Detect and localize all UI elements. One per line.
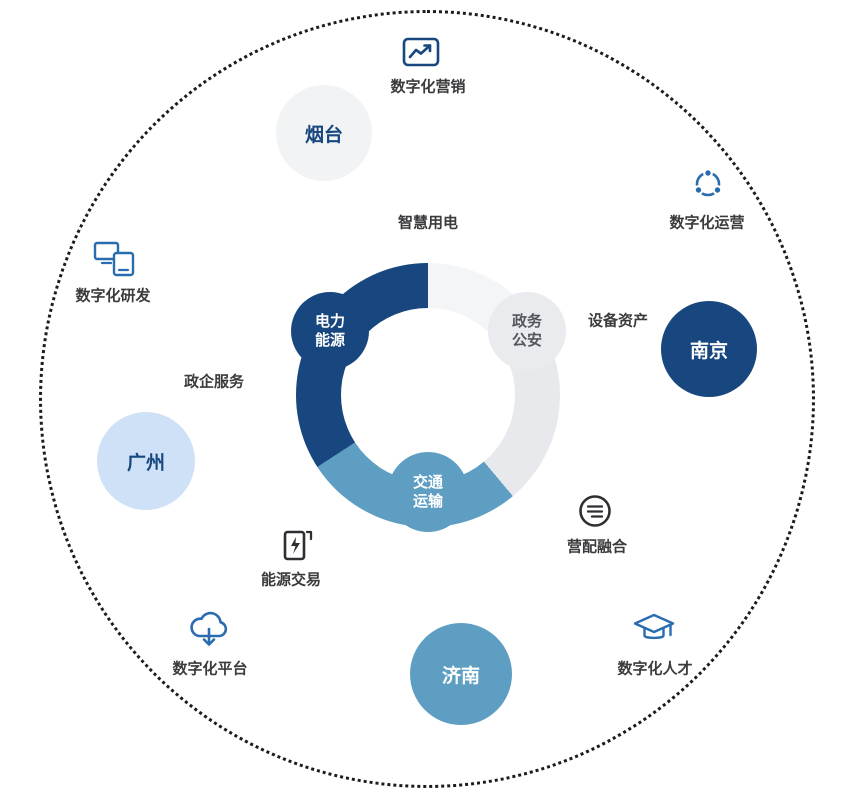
node-power-energy: 电力 能源 xyxy=(291,292,369,370)
node-government-security-label-line2: 公安 xyxy=(511,332,542,349)
ring-label-equipment-assets: 设备资产 xyxy=(587,312,649,330)
capability-label-talent: 数字化人才 xyxy=(617,660,693,678)
city-guangzhou: 广州 xyxy=(97,412,195,510)
node-transportation-label-line1: 交通 xyxy=(412,473,443,491)
ring-label-smart-power: 智慧用电 xyxy=(397,214,459,232)
cloud-icon xyxy=(187,611,231,649)
node-transportation-label-line2: 运输 xyxy=(412,493,443,510)
node-government-security-label-line1: 政务 xyxy=(511,312,542,330)
capability-label-research: 数字化研发 xyxy=(75,287,151,305)
function-label-energy-trading: 能源交易 xyxy=(260,571,322,589)
function-label-grid-fusion: 营配融合 xyxy=(566,538,628,556)
node-transportation: 交通 运输 xyxy=(388,452,468,532)
ring-label-gov-enterprise-services: 政企服务 xyxy=(183,373,245,391)
outer-dashed-circle xyxy=(39,10,815,788)
city-jinan: 济南 xyxy=(410,623,512,725)
node-government-security: 政务 公安 xyxy=(488,292,566,370)
capability-label-operations: 数字化运营 xyxy=(669,214,745,232)
city-yantai: 烟台 xyxy=(276,85,372,181)
charging-station-icon xyxy=(278,526,316,564)
node-power-energy-label-line2: 能源 xyxy=(314,332,345,349)
line-chart-icon xyxy=(402,37,440,67)
screens-icon xyxy=(93,241,135,277)
cycle-dots-icon xyxy=(690,166,726,202)
graduation-cap-icon xyxy=(632,612,676,646)
city-nanjing: 南京 xyxy=(661,301,757,397)
capability-label-platform: 数字化平台 xyxy=(172,660,248,678)
capability-label-marketing: 数字化营销 xyxy=(390,78,466,96)
list-circle-icon xyxy=(577,493,613,529)
node-power-energy-label-line1: 电力 xyxy=(314,312,345,330)
